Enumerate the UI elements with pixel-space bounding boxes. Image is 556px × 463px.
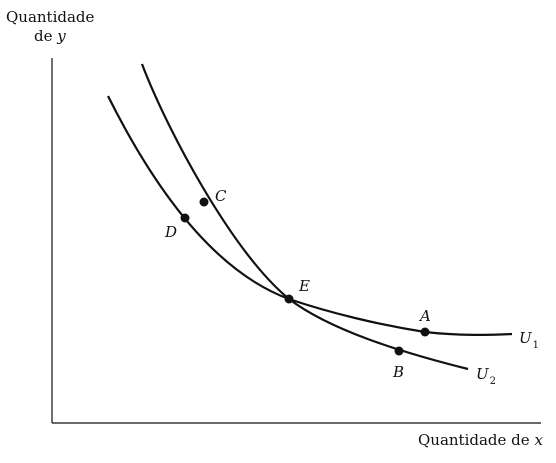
curve-label-u2-sub: 2: [490, 376, 496, 387]
y-axis-title-line1: Quantidade: [6, 8, 95, 26]
indifference-curve-u1: [107, 95, 513, 336]
point-e-dot: [284, 294, 294, 304]
y-axis-title-variable: y: [56, 27, 66, 45]
point-e-label: E: [298, 277, 310, 295]
point-b-dot: [394, 346, 404, 356]
x-axis-title-prefix: Quantidade de: [418, 431, 534, 449]
point-d-dot: [180, 213, 190, 223]
y-axis-title-prefix: de: [34, 27, 57, 45]
point-a-label: A: [418, 307, 431, 325]
curve-label-u1-sub: 1: [533, 340, 539, 351]
curve-label-u1-main: U: [519, 329, 533, 347]
point-c-label: C: [215, 187, 227, 205]
point-c-dot: [199, 197, 209, 207]
x-axis-title: Quantidade de x: [418, 431, 543, 449]
curve-label-u2-main: U: [476, 365, 490, 383]
curve-label-u2: U2: [476, 365, 496, 387]
point-b-label: B: [392, 363, 404, 381]
curve-label-u1: U1: [519, 329, 539, 351]
x-axis-title-variable: x: [534, 431, 543, 449]
point-d-label: D: [164, 223, 177, 241]
point-a-dot: [420, 327, 430, 337]
y-axis-title-line2: de y: [34, 27, 66, 45]
